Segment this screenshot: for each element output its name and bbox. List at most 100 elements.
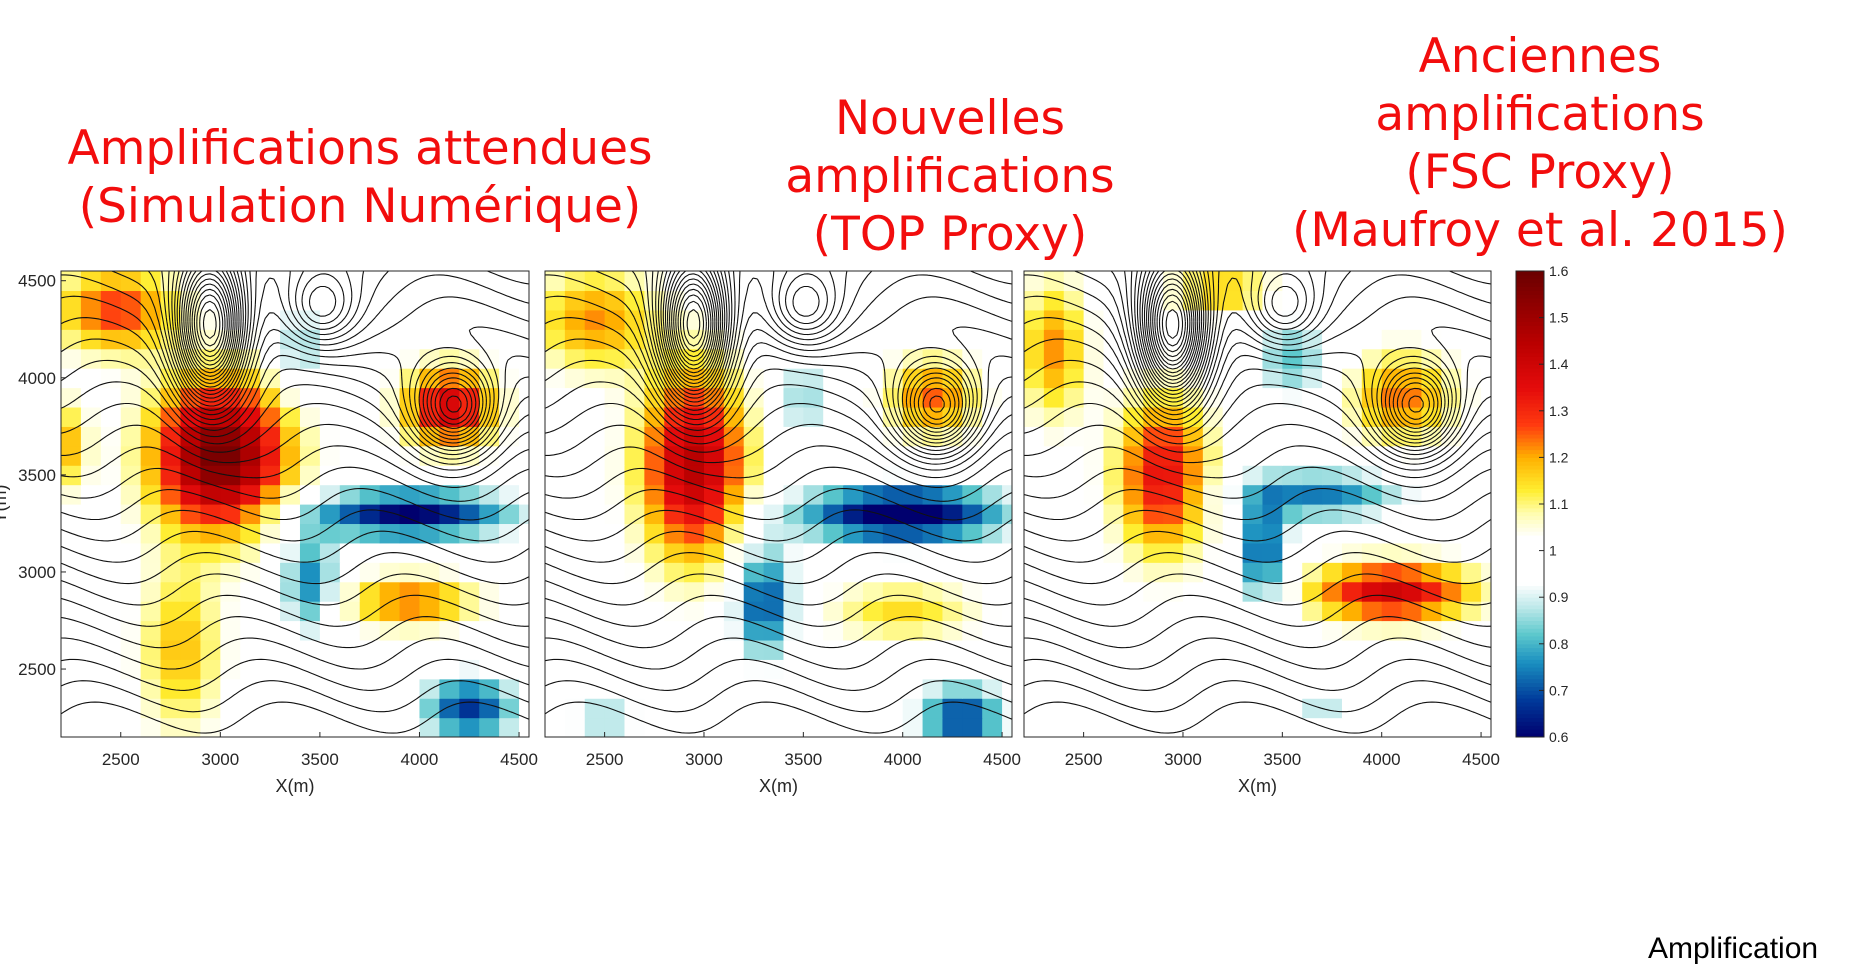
heatmap-cell	[499, 465, 520, 486]
heatmap-cell	[1063, 523, 1085, 544]
heatmap-cell	[220, 698, 241, 719]
heatmap-cell	[644, 562, 665, 583]
x-tick-label: 3000	[1164, 750, 1202, 769]
heatmap-cell	[1024, 620, 1045, 641]
colorbar-swatch	[1516, 628, 1544, 633]
heatmap-cell	[459, 348, 480, 369]
heatmap-cell	[843, 659, 864, 680]
heatmap-cell	[823, 620, 844, 641]
heatmap-cell	[399, 620, 421, 641]
heatmap-cell	[280, 271, 301, 292]
heatmap-cell	[419, 717, 440, 737]
heatmap-cell	[1043, 309, 1065, 330]
heatmap-cell	[1002, 562, 1012, 583]
heatmap-cell	[1361, 329, 1383, 350]
colorbar-tick-label: 1.2	[1549, 449, 1569, 465]
heatmap-cell	[479, 678, 500, 699]
heatmap-cell	[479, 523, 500, 544]
colorbar-swatch	[1516, 441, 1544, 447]
heatmap-cell	[783, 562, 804, 583]
heatmap-cell	[140, 387, 162, 408]
heatmap-cell	[1361, 465, 1383, 486]
heatmap-cell	[1083, 387, 1105, 408]
heatmap-cell	[962, 562, 983, 583]
heatmap-cell	[1381, 504, 1403, 525]
heatmap-cell	[319, 581, 341, 602]
heatmap-cell	[1341, 329, 1363, 350]
heatmap-cell	[459, 717, 480, 737]
heatmap-cell	[419, 309, 440, 330]
heatmap-cell	[664, 542, 685, 563]
heatmap-cell	[1143, 717, 1164, 737]
heatmap-cell	[1202, 445, 1224, 466]
heatmap-cell	[80, 348, 102, 369]
heatmap-cell	[1381, 465, 1403, 486]
colorbar-swatch	[1516, 535, 1544, 540]
heatmap-cell	[160, 601, 182, 622]
heatmap-cell	[823, 523, 844, 544]
colorbar-swatch	[1516, 317, 1544, 322]
heatmap-cell	[1341, 406, 1363, 427]
heatmap-cell	[783, 368, 804, 389]
heatmap-cell	[1182, 659, 1204, 680]
heatmap-cell	[1302, 309, 1323, 330]
heatmap-cell	[80, 368, 102, 389]
heatmap-cell	[1143, 581, 1164, 602]
colorbar-swatch	[1516, 333, 1544, 338]
heatmap-cell	[1322, 504, 1343, 525]
heatmap-cell	[61, 348, 82, 369]
heatmap-cell	[783, 290, 804, 311]
heatmap-cell	[519, 698, 529, 719]
heatmap-cell	[743, 387, 765, 408]
heatmap-cell	[942, 504, 963, 525]
heatmap-cell	[664, 581, 685, 602]
heatmap-cell	[200, 562, 221, 583]
heatmap-cell	[80, 484, 102, 505]
heatmap-cell	[644, 601, 665, 622]
heatmap-cell	[763, 368, 785, 389]
heatmap-cell	[1083, 698, 1105, 719]
heatmap-cell	[942, 406, 963, 427]
colorbar-swatch	[1516, 426, 1544, 431]
heatmap-cell	[862, 659, 884, 680]
heatmap-cell	[459, 542, 480, 563]
heatmap-cell	[545, 504, 566, 525]
heatmap-cell	[80, 581, 102, 602]
heatmap-cell	[624, 290, 645, 311]
heatmap-cell	[564, 290, 586, 311]
heatmap-cell	[439, 698, 460, 719]
heatmap-cell	[584, 368, 606, 389]
heatmap-cell	[962, 581, 983, 602]
heatmap-cell	[319, 426, 341, 447]
heatmap-cell	[564, 698, 586, 719]
colorbar-swatch	[1516, 624, 1544, 629]
heatmap-cell	[1222, 368, 1244, 389]
panel-title-top-proxy: Nouvelles amplifications (TOP Proxy)	[740, 90, 1160, 264]
heatmap-cell	[1002, 465, 1012, 486]
heatmap-cell	[1222, 484, 1244, 505]
heatmap-cell	[823, 639, 844, 660]
heatmap-cell	[499, 581, 520, 602]
heatmap-cell	[1063, 542, 1085, 563]
heatmap-cell	[1262, 406, 1283, 427]
heatmap-cell	[1163, 601, 1184, 622]
heatmap-cell	[902, 504, 924, 525]
heatmap-cell	[1182, 698, 1204, 719]
heatmap-cell	[379, 698, 401, 719]
heatmap-cell	[1481, 542, 1491, 563]
heatmap-cell	[1182, 601, 1204, 622]
colorbar-swatch	[1516, 573, 1544, 579]
heatmap-cell	[1461, 368, 1482, 389]
heatmap-cell	[763, 717, 785, 737]
heatmap-cell	[862, 309, 884, 330]
colorbar-swatch	[1516, 274, 1544, 280]
heatmap-cell	[1103, 562, 1124, 583]
heatmap-cell	[1302, 717, 1323, 737]
heatmap-cell	[240, 504, 261, 525]
heatmap-cell	[1024, 484, 1045, 505]
heatmap-cell	[499, 523, 520, 544]
heatmap-cell	[1043, 581, 1065, 602]
colorbar-swatch	[1516, 298, 1544, 303]
heatmap-cell	[763, 445, 785, 466]
colorbar-swatch	[1516, 604, 1544, 610]
